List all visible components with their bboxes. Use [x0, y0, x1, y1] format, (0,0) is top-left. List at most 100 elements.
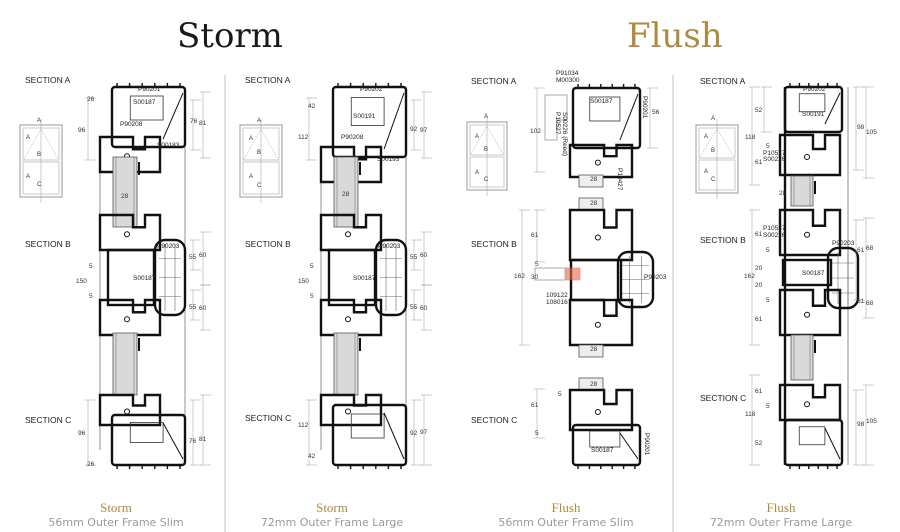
frame-diagonal [824, 427, 841, 460]
column-storm-slim: SECTION A SECTION B SECTION C P90201 S00… [25, 75, 207, 529]
frame-profile [571, 423, 642, 467]
reinforcement [350, 97, 385, 126]
thumb-letter: C [257, 183, 262, 189]
frame-profile [571, 86, 642, 150]
dimension: 5 [89, 293, 93, 300]
part-label: P10527 [763, 150, 786, 157]
caption-title: Storm [316, 500, 348, 515]
part-label: P10527 [554, 112, 561, 135]
part-label: 109122 [546, 292, 568, 299]
dimension: 61 [755, 388, 763, 395]
section-c-label: SECTION C [25, 415, 71, 425]
sash-profile [778, 208, 842, 257]
part-label: P10527 [763, 225, 786, 232]
transom-cover [153, 238, 187, 317]
dimension: 105 [866, 418, 877, 425]
caption-subtitle: 72mm Outer Frame Large [261, 516, 404, 529]
part-label: S00191 [802, 111, 825, 118]
dimension: 28 [590, 176, 598, 183]
screw-port [345, 316, 351, 323]
caption-title: Storm [100, 500, 132, 515]
part-label: S00193 [377, 156, 400, 163]
reed-profile [534, 267, 566, 281]
dimension: 112 [298, 422, 309, 429]
reinforcement [350, 413, 385, 439]
caption-title: Flush [552, 500, 581, 515]
reinforcement [589, 430, 621, 448]
dimension: 97 [420, 429, 428, 436]
dimension: 5 [535, 261, 539, 268]
part-label: S00187 [353, 275, 376, 282]
dimension: 61 [755, 231, 763, 238]
part-label: S00191 [353, 113, 376, 120]
dimension: 55 [410, 304, 418, 311]
dimension: 56 [652, 109, 660, 116]
dimension: 28 [590, 200, 598, 207]
caption-subtitle: 72mm Outer Frame Large [710, 516, 853, 529]
dimension: 61 [755, 159, 763, 166]
reinforcement [129, 95, 164, 121]
section-c-label: SECTION C [245, 413, 291, 423]
dimension: 81 [199, 436, 207, 443]
dimension: 105 [866, 129, 877, 136]
thumb-letter: A [475, 134, 479, 140]
section-a-label: SECTION A [25, 75, 71, 85]
dimension: 42 [308, 103, 316, 110]
screw-port [804, 311, 810, 318]
frame-diagonal [824, 92, 841, 125]
highlighted-part [565, 267, 581, 281]
part-label: S00226 [763, 156, 786, 163]
dimension: 26 [87, 96, 95, 103]
part-label: M00300 [556, 77, 580, 84]
thumb-letter: A [249, 174, 253, 180]
dimension: 61 [857, 247, 865, 254]
section-b-label: SECTION B [25, 239, 71, 249]
part-label: P90201 [641, 96, 648, 119]
thumb-letter: C [37, 182, 42, 188]
dimension: 26 [87, 461, 95, 468]
dimension: 61 [755, 316, 763, 323]
sash-profile [568, 388, 634, 432]
transom-cover [374, 238, 408, 317]
thumb-letter: A [475, 170, 479, 176]
section-b-label: SECTION B [700, 235, 746, 245]
thumb-letter: A [711, 116, 715, 122]
caption-subtitle: 56mm Outer Frame Slim [48, 516, 183, 529]
thumb-letter: A [704, 134, 708, 140]
screw-port [594, 159, 601, 166]
column-flush-slim: SECTION A SECTION B SECTION C P91034 M00… [471, 70, 667, 529]
dimension: 118 [745, 134, 756, 141]
part-label: 108016 [546, 299, 568, 306]
part-label: S00187 [133, 275, 156, 282]
dimension: 20 [755, 265, 763, 272]
glass-stub [578, 174, 604, 188]
part-label: P90203 [644, 274, 667, 281]
glass-unit [790, 334, 814, 381]
part-label: S00187 [802, 270, 825, 277]
heading-flush: Flush [627, 16, 723, 56]
dimension: 55 [189, 304, 197, 311]
thumb-letter: A [249, 136, 253, 142]
glass-unit [790, 175, 814, 207]
dimension: 5 [535, 430, 539, 437]
dimension: 112 [298, 134, 309, 141]
dimension: 5 [310, 263, 314, 270]
screw-port [124, 408, 130, 415]
dimension: 55 [410, 254, 418, 261]
dimension: 5 [310, 293, 314, 300]
opening-indicator [699, 128, 735, 158]
reinforcement [798, 93, 826, 113]
dimension: 92 [410, 126, 418, 133]
thumb-letter: B [37, 152, 41, 158]
heading-storm: Storm [177, 16, 283, 56]
dimension: 5 [766, 403, 770, 410]
dimension: 28 [779, 190, 787, 197]
dimension: 102 [530, 128, 541, 135]
screw-port [804, 231, 810, 238]
dimension: 28 [590, 346, 598, 353]
glass-stub [578, 344, 604, 358]
transom-cover [616, 250, 655, 309]
part-label: P90203 [378, 243, 401, 250]
thumb-letter: A [484, 114, 488, 120]
